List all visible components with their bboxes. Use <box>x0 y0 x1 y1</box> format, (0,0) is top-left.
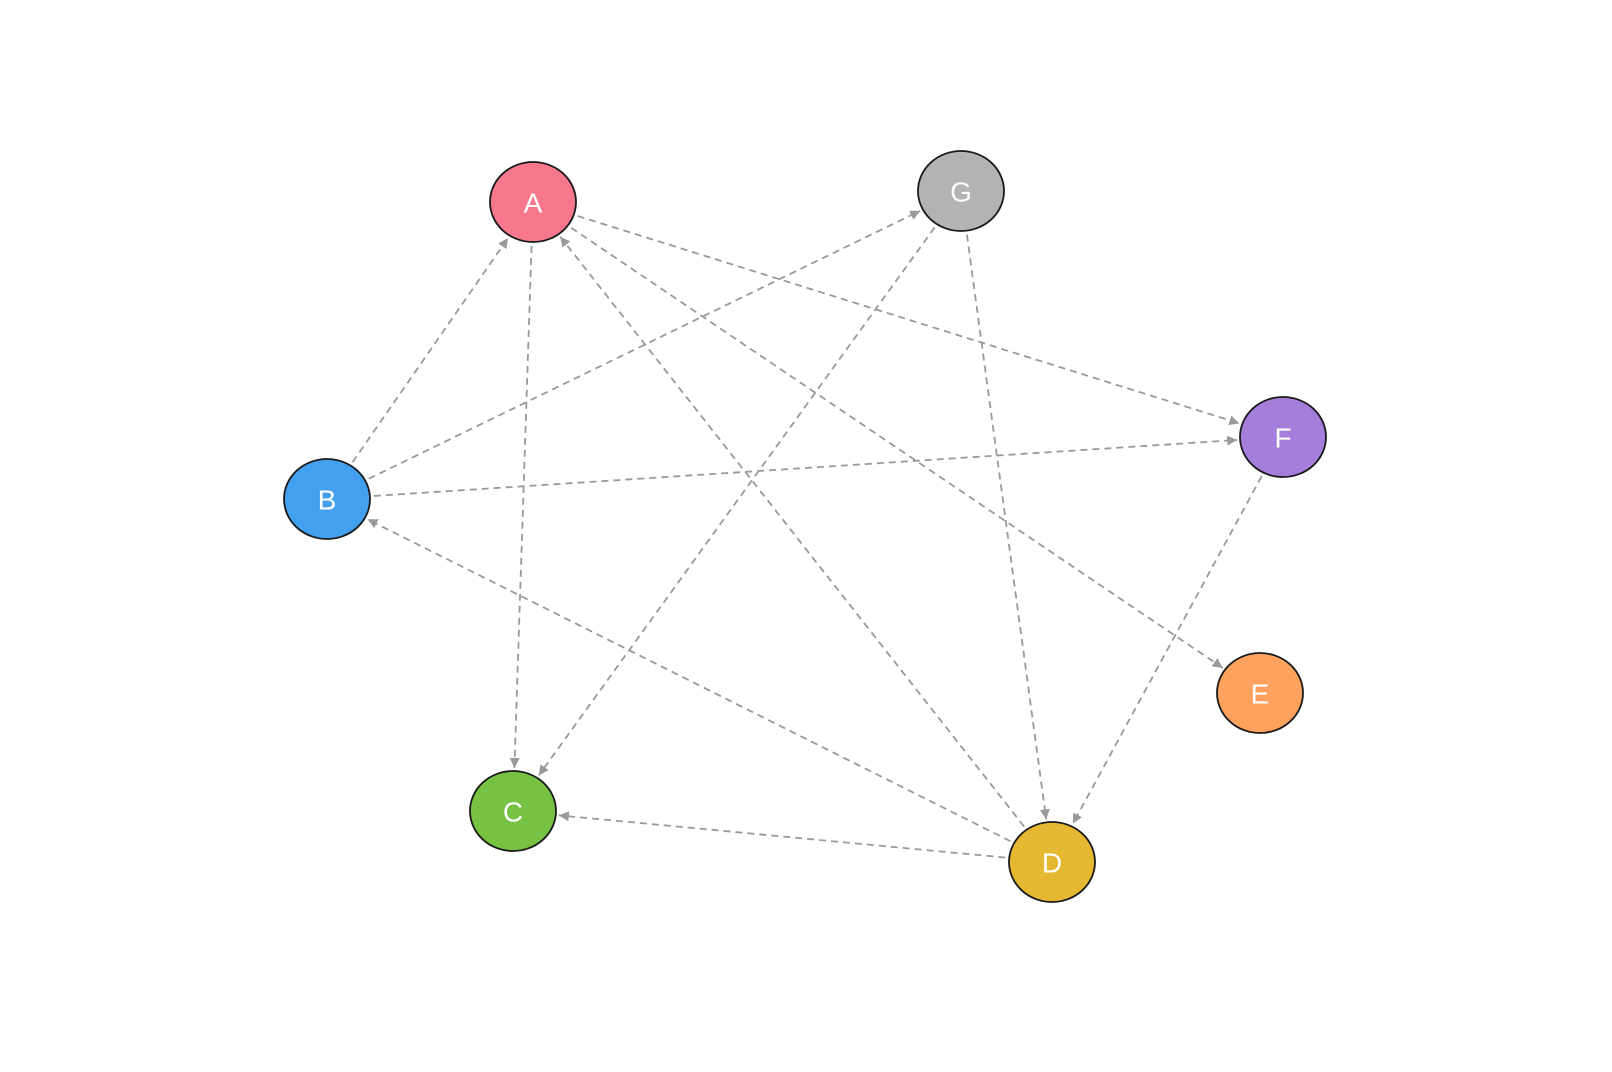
node-b[interactable]: B <box>283 458 371 540</box>
edge-b-to-g <box>368 210 921 480</box>
edge-d-to-c <box>558 811 1006 859</box>
node-f[interactable]: F <box>1239 396 1327 478</box>
edge-g-to-d <box>966 234 1050 820</box>
nodes-layer: A B C D E F G <box>283 150 1327 903</box>
node-f-circle[interactable] <box>1239 396 1327 478</box>
edge-b-to-a <box>351 237 509 463</box>
edges-layer <box>351 210 1263 859</box>
node-e-circle[interactable] <box>1216 652 1304 734</box>
node-d-circle[interactable] <box>1008 821 1096 903</box>
node-c-circle[interactable] <box>469 770 557 852</box>
edge-f-to-d <box>1072 475 1263 825</box>
node-g[interactable]: G <box>917 150 1005 232</box>
edge-a-to-c <box>509 245 533 769</box>
edge-g-to-c <box>538 226 936 776</box>
edge-a-to-e <box>570 226 1224 669</box>
node-b-circle[interactable] <box>283 458 371 540</box>
node-g-circle[interactable] <box>917 150 1005 232</box>
edge-b-to-f <box>373 435 1238 497</box>
node-c[interactable]: C <box>469 770 557 852</box>
node-d[interactable]: D <box>1008 821 1096 903</box>
edge-a-to-f <box>577 215 1240 426</box>
edge-d-to-b <box>367 518 1011 843</box>
node-a[interactable]: A <box>489 161 577 243</box>
edge-d-to-a <box>559 236 1025 828</box>
node-a-circle[interactable] <box>489 161 577 243</box>
node-e[interactable]: E <box>1216 652 1304 734</box>
